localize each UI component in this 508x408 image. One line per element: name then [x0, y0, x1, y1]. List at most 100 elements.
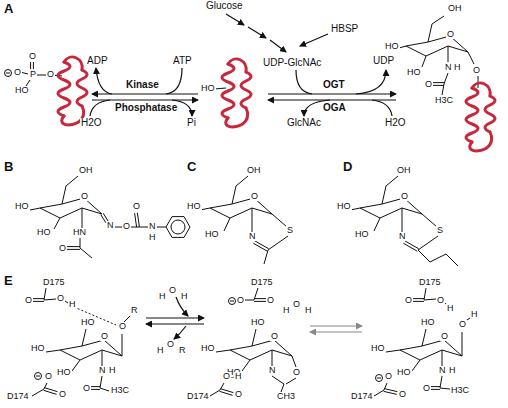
atom-label: O	[440, 332, 449, 341]
atom-label: HO	[204, 230, 220, 239]
bond-line	[272, 376, 284, 384]
bond-line	[430, 254, 446, 262]
text-label: A	[3, 2, 14, 15]
bond-line	[44, 299, 56, 300]
bond-line	[444, 73, 448, 84]
atom-label: O	[270, 332, 279, 341]
atom-label: HO	[420, 318, 436, 327]
atom-label: HO	[200, 84, 216, 93]
sugar-ring	[360, 198, 422, 218]
double-bond	[66, 249, 80, 250]
bond-line	[272, 350, 273, 366]
protein-loop	[472, 83, 490, 96]
atom-label: O	[250, 192, 259, 201]
aromatic-circle	[171, 220, 185, 234]
atom-label: HO	[186, 202, 202, 211]
protein-loop	[470, 132, 492, 151]
charge-sign	[6, 73, 10, 74]
atom-label: HN	[72, 228, 87, 237]
atom-label: D174	[6, 392, 30, 401]
charge-sign	[35, 373, 42, 380]
atom-label: CH3	[276, 392, 296, 401]
text-label: Glucose	[205, 1, 244, 11]
atom-label: D175	[42, 278, 66, 287]
bond-line	[374, 218, 380, 231]
atom-label: O	[118, 322, 127, 331]
double-bond	[254, 301, 266, 302]
atom-label: D175	[418, 278, 442, 287]
bond-line	[216, 350, 230, 352]
atom-label: H	[453, 63, 462, 72]
text-label: UDP	[372, 56, 395, 66]
text-label: HBSP	[330, 24, 359, 34]
atom-label: O	[80, 192, 89, 201]
reaction-arrow	[248, 27, 266, 38]
charge-sign	[36, 376, 40, 377]
atom-label: H	[156, 346, 165, 355]
bond-line	[424, 288, 426, 300]
bond-line	[292, 356, 296, 367]
bond-line	[422, 329, 426, 346]
protein-helix	[58, 62, 70, 116]
atom-label: O	[24, 296, 33, 305]
bond-line	[44, 288, 46, 300]
atom-label: O	[132, 202, 141, 211]
bond-line	[114, 227, 122, 228]
bond-line	[442, 350, 443, 366]
atom-label: N	[248, 232, 257, 241]
reaction-arrow	[166, 68, 182, 94]
protein-ribbon	[58, 57, 87, 125]
bond-line	[82, 329, 86, 346]
protein-helix	[222, 64, 234, 118]
protein-helix	[77, 70, 87, 106]
atom-label: H3C	[450, 386, 470, 395]
bond-line	[232, 186, 236, 204]
atom-label: O	[28, 52, 37, 61]
protein-helix	[241, 72, 251, 108]
bond-line	[399, 46, 406, 48]
bond-line	[80, 248, 92, 258]
atom-label: HO	[354, 230, 370, 239]
atom-label: H	[470, 310, 479, 319]
sugar-ring	[210, 198, 272, 218]
reaction-arrow	[300, 34, 328, 46]
atom-label: H	[68, 300, 77, 309]
atom-label: D174	[186, 392, 210, 401]
double-bond	[384, 389, 397, 392]
atom-label: O	[122, 222, 131, 231]
bond-line	[462, 332, 463, 356]
bond-line	[432, 16, 444, 24]
bond-line	[224, 218, 230, 231]
atom-label: H	[180, 292, 189, 301]
bond-line	[422, 214, 437, 227]
atom-label: H	[234, 372, 243, 381]
atom-label: N	[98, 366, 107, 375]
text-label: ADP	[86, 56, 109, 66]
bond-line	[264, 250, 268, 264]
atom-label: O	[13, 68, 22, 77]
atom-label: N	[148, 222, 157, 231]
atom-label: O	[222, 372, 231, 381]
atom-label: O	[400, 192, 409, 201]
double-bond	[30, 62, 31, 69]
protein-loop	[226, 108, 248, 127]
atom-label: O	[166, 340, 175, 349]
bond-line	[32, 389, 44, 396]
bond-line	[100, 376, 102, 388]
bond-line	[122, 334, 123, 356]
bond-line	[252, 208, 253, 232]
text-label: ATP	[172, 56, 193, 66]
atom-label: N	[398, 232, 407, 241]
bond-line	[214, 88, 226, 89]
double-bond	[255, 241, 269, 249]
atom-label: HO	[80, 318, 96, 327]
atom-label: N	[268, 366, 277, 375]
atom-label: H3C	[110, 386, 130, 395]
reaction-arrow	[310, 331, 362, 332]
reaction-arrow	[356, 70, 386, 94]
atom-label: O	[472, 66, 481, 75]
double-bond	[66, 246, 80, 247]
atom-label: OH	[396, 166, 412, 175]
bond-line	[46, 350, 60, 352]
